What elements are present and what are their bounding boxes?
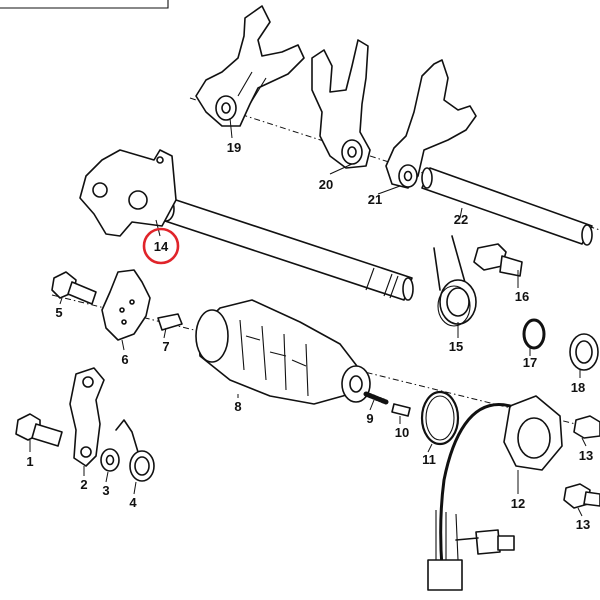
part-label-18: 18 <box>571 380 585 395</box>
part-label-13-upper: 13 <box>579 448 593 463</box>
shift-shaft[interactable] <box>79 149 414 301</box>
highlight-circle <box>142 227 180 265</box>
bolt-13-upper[interactable] <box>573 415 600 439</box>
part-label-3: 3 <box>102 483 109 498</box>
part-label-17: 17 <box>523 355 537 370</box>
shift-fork-21[interactable] <box>385 59 477 189</box>
part-label-12: 12 <box>511 496 525 511</box>
dowel-pin-7[interactable] <box>157 313 183 331</box>
part-label-16: 16 <box>515 289 529 304</box>
spring-9[interactable] <box>363 391 389 405</box>
torsion-spring-15[interactable] <box>433 235 477 327</box>
part-label-20: 20 <box>319 177 333 192</box>
gear-position-sensor-12[interactable] <box>427 395 563 591</box>
part-label-14: 14 <box>154 239 169 254</box>
part-label-1: 1 <box>26 454 33 469</box>
shift-fork-19[interactable] <box>195 5 305 127</box>
bolt-13-lower[interactable] <box>563 483 600 509</box>
bolt-5[interactable] <box>51 271 97 305</box>
part-label-5: 5 <box>55 305 62 320</box>
shift-drum-8[interactable] <box>195 299 371 405</box>
part-label-10: 10 <box>395 425 409 440</box>
part-label-15: 15 <box>449 339 463 354</box>
part-label-2: 2 <box>80 477 87 492</box>
washer-18[interactable] <box>569 333 599 371</box>
part-label-8: 8 <box>234 399 241 414</box>
bolt-1[interactable] <box>15 413 63 447</box>
part-label-21: 21 <box>368 192 382 207</box>
part-label-9: 9 <box>366 411 373 426</box>
part-label-19: 19 <box>227 140 241 155</box>
title-frame-corner <box>0 0 169 9</box>
part-label-13-lower: 13 <box>576 517 590 532</box>
fork-axis-line <box>189 97 600 231</box>
stopper-arm-2[interactable] <box>69 367 105 467</box>
part-label-6: 6 <box>121 352 128 367</box>
pin-10[interactable] <box>391 403 411 417</box>
fork-shaft[interactable] <box>421 167 593 246</box>
part-label-22: 22 <box>454 212 468 227</box>
part-label-4: 4 <box>129 495 137 510</box>
star-plate-6[interactable] <box>101 269 151 341</box>
washer-3[interactable] <box>100 448 120 472</box>
part-label-7: 7 <box>162 339 169 354</box>
part-label-11: 11 <box>422 452 436 467</box>
o-ring-11[interactable] <box>420 390 460 446</box>
circlip-17[interactable] <box>522 318 546 350</box>
stud-bolt-16[interactable] <box>473 243 523 277</box>
shift-fork-20[interactable] <box>311 39 371 169</box>
return-spring-4[interactable] <box>115 419 155 482</box>
